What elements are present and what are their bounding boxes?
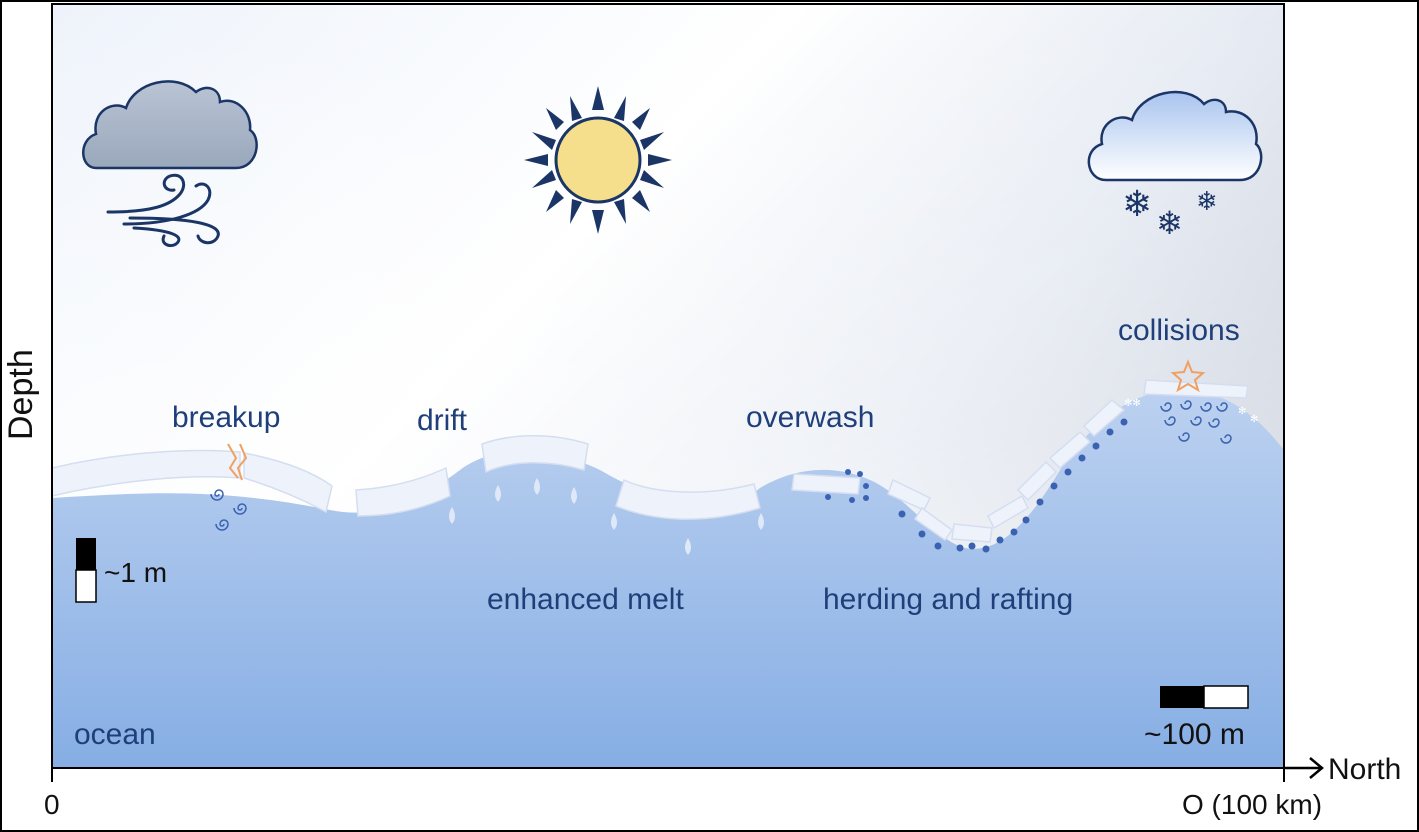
melt-drop-icon	[449, 478, 764, 555]
plot-border	[51, 3, 1285, 769]
vertical-scale-label: ~1 m	[104, 557, 167, 588]
label-breakup: breakup	[172, 401, 280, 434]
snow-crystals: ✻✻ ✻ ✻	[1124, 398, 1258, 425]
cloud-wind-icon	[82, 80, 258, 248]
svg-text:❄: ❄	[1156, 204, 1183, 242]
horizontal-scale-bar	[1160, 685, 1249, 709]
y-axis-label: Depth	[2, 349, 40, 440]
vertical-scale-bar	[75, 538, 97, 603]
horizontal-scale-label: ~100 m	[1144, 718, 1245, 751]
label-ocean: ocean	[74, 718, 156, 751]
collision-eddies	[1160, 400, 1232, 444]
svg-text:❄: ❄	[1196, 187, 1218, 217]
x-tick-label-start: 0	[44, 789, 60, 820]
sun-icon	[524, 86, 672, 234]
cloud-snow-icon: ❄ ❄ ❄	[1087, 90, 1263, 242]
label-herding-rafting: herding and rafting	[823, 583, 1073, 616]
x-tick-label-end: O (100 km)	[1182, 789, 1322, 820]
turbulence-dots	[825, 418, 1128, 553]
svg-text:❄: ❄	[1122, 184, 1152, 225]
svg-text:✻: ✻	[1238, 406, 1246, 417]
north-arrow	[1284, 757, 1324, 779]
turbulence-eddy-icon	[210, 489, 247, 531]
label-overwash: overwash	[746, 401, 874, 434]
crack-icon	[227, 443, 248, 481]
label-collisions: collisions	[1118, 314, 1240, 347]
label-enhanced-melt: enhanced melt	[487, 583, 684, 616]
x-axis-arrow-label: North	[1328, 753, 1401, 786]
svg-text:✻: ✻	[1250, 414, 1258, 425]
collision-star-icon	[1170, 359, 1206, 393]
ocean-surface	[52, 390, 1284, 768]
ice-floes	[52, 379, 1249, 543]
svg-text:✻✻: ✻✻	[1124, 398, 1141, 409]
label-drift: drift	[417, 404, 468, 437]
